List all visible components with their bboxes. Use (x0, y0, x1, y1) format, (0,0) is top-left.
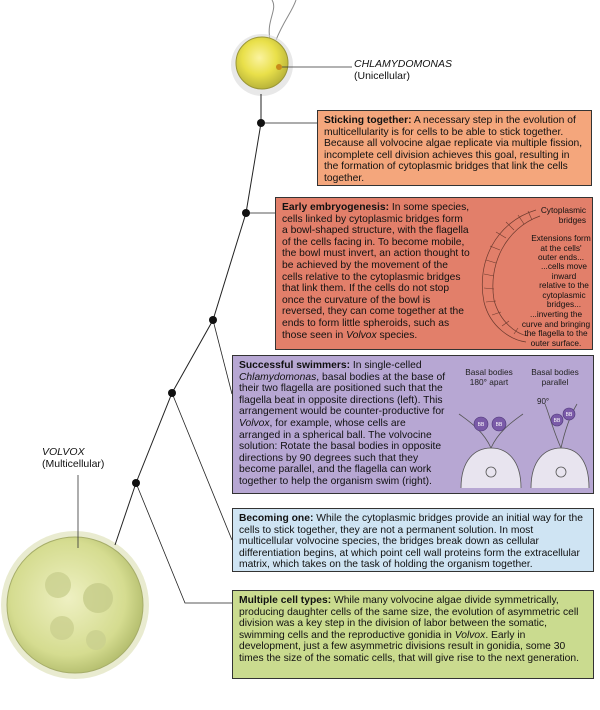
volvox-type: (Multicellular) (42, 458, 105, 470)
bb-left-2: BB (496, 422, 503, 428)
swimmers-italic-2: Volvox (239, 417, 270, 429)
chlamydomonas-type: (Unicellular) (354, 70, 411, 82)
chlamydomonas-name: CHLAMYDOMONAS (354, 58, 453, 70)
early-embryogenesis-box: Early embryogenesis: In some species, ce… (275, 197, 593, 350)
connector-swimmers (212, 319, 233, 395)
connector-celltypes (135, 482, 232, 604)
bb-right-1: BB (554, 418, 561, 424)
embryogenesis-text: In some species, cells linked by cytopla… (282, 202, 470, 341)
swimmers-text-2: , basal bodies at the base of their two … (239, 371, 446, 418)
successful-swimmers-box: Successful swimmers: In single-celled Ch… (232, 355, 594, 494)
swimmers-italic-1: Chlamydomonas (239, 371, 317, 383)
embryogenesis-title: Early embryogenesis: (282, 202, 390, 213)
label-inverting: ...inverting the curve and bringing the … (521, 309, 591, 348)
label-basal-parallel: Basal bodies parallel (531, 367, 579, 387)
node-embryogenesis (242, 209, 250, 217)
volvox-label: VOLVOX (Multicellular) (42, 446, 104, 470)
chlamydomonas-label: CHLAMYDOMONAS (Unicellular) (354, 58, 452, 82)
celltypes-title: Multiple cell types: (239, 595, 332, 606)
sticking-together-box: Sticking together: A necessary step in t… (317, 110, 592, 186)
chlamydomonas-illustration (231, 0, 297, 96)
becoming-one-box: Becoming one: While the cytoplasmic brid… (232, 508, 594, 572)
becoming-text: While the cytoplasmic bridges provide an… (239, 513, 583, 571)
bb-right-2: BB (566, 412, 573, 418)
label-cytoplasmic-bridges: Cytoplasmic bridges (540, 205, 586, 225)
node-swimmers (209, 316, 217, 324)
swimmers-body: Successful swimmers: In single-celled Ch… (239, 360, 449, 488)
swimmers-title: Successful swimmers: (239, 360, 351, 371)
becoming-title: Becoming one: (239, 513, 314, 524)
angle-label: 90° (537, 397, 549, 406)
embryogenesis-italic: Volvox (346, 329, 377, 341)
basal-bodies-illustration: BB BB BB BB 90° (458, 397, 590, 489)
multiple-cell-types-box: Multiple cell types: While many volvocin… (232, 590, 594, 679)
label-basal-180: Basal bodies 180° apart (465, 367, 513, 387)
celltypes-text-1: While many volvocine algae divide symmet… (239, 595, 579, 641)
sticking-title: Sticking together: (324, 115, 412, 126)
node-becoming (168, 389, 176, 397)
embryogenesis-text-end: species. (376, 329, 418, 341)
label-extensions: Extensions form at the cells' outer ends… (531, 233, 591, 262)
node-sticking (257, 119, 265, 127)
swimmers-text-1: In single-celled (350, 360, 422, 371)
embryogenesis-body: Early embryogenesis: In some species, ce… (282, 202, 470, 341)
bowl-inversion-illustration (481, 209, 541, 343)
sticking-text: A necessary step in the evolution of mul… (324, 115, 583, 184)
bb-left-1: BB (478, 422, 485, 428)
celltypes-text-2: . Early in development, just a few asymm… (239, 629, 579, 664)
connector-becoming (171, 392, 233, 541)
volvox-name: VOLVOX (42, 446, 85, 458)
label-cells-move: ...cells move inward relative to the cyt… (539, 261, 589, 309)
celltypes-italic: Volvox (454, 629, 486, 641)
node-celltypes (132, 479, 140, 487)
swimmers-text-3: , for example, whose cells are arranged … (239, 417, 442, 487)
volvox-illustration (1, 531, 149, 679)
